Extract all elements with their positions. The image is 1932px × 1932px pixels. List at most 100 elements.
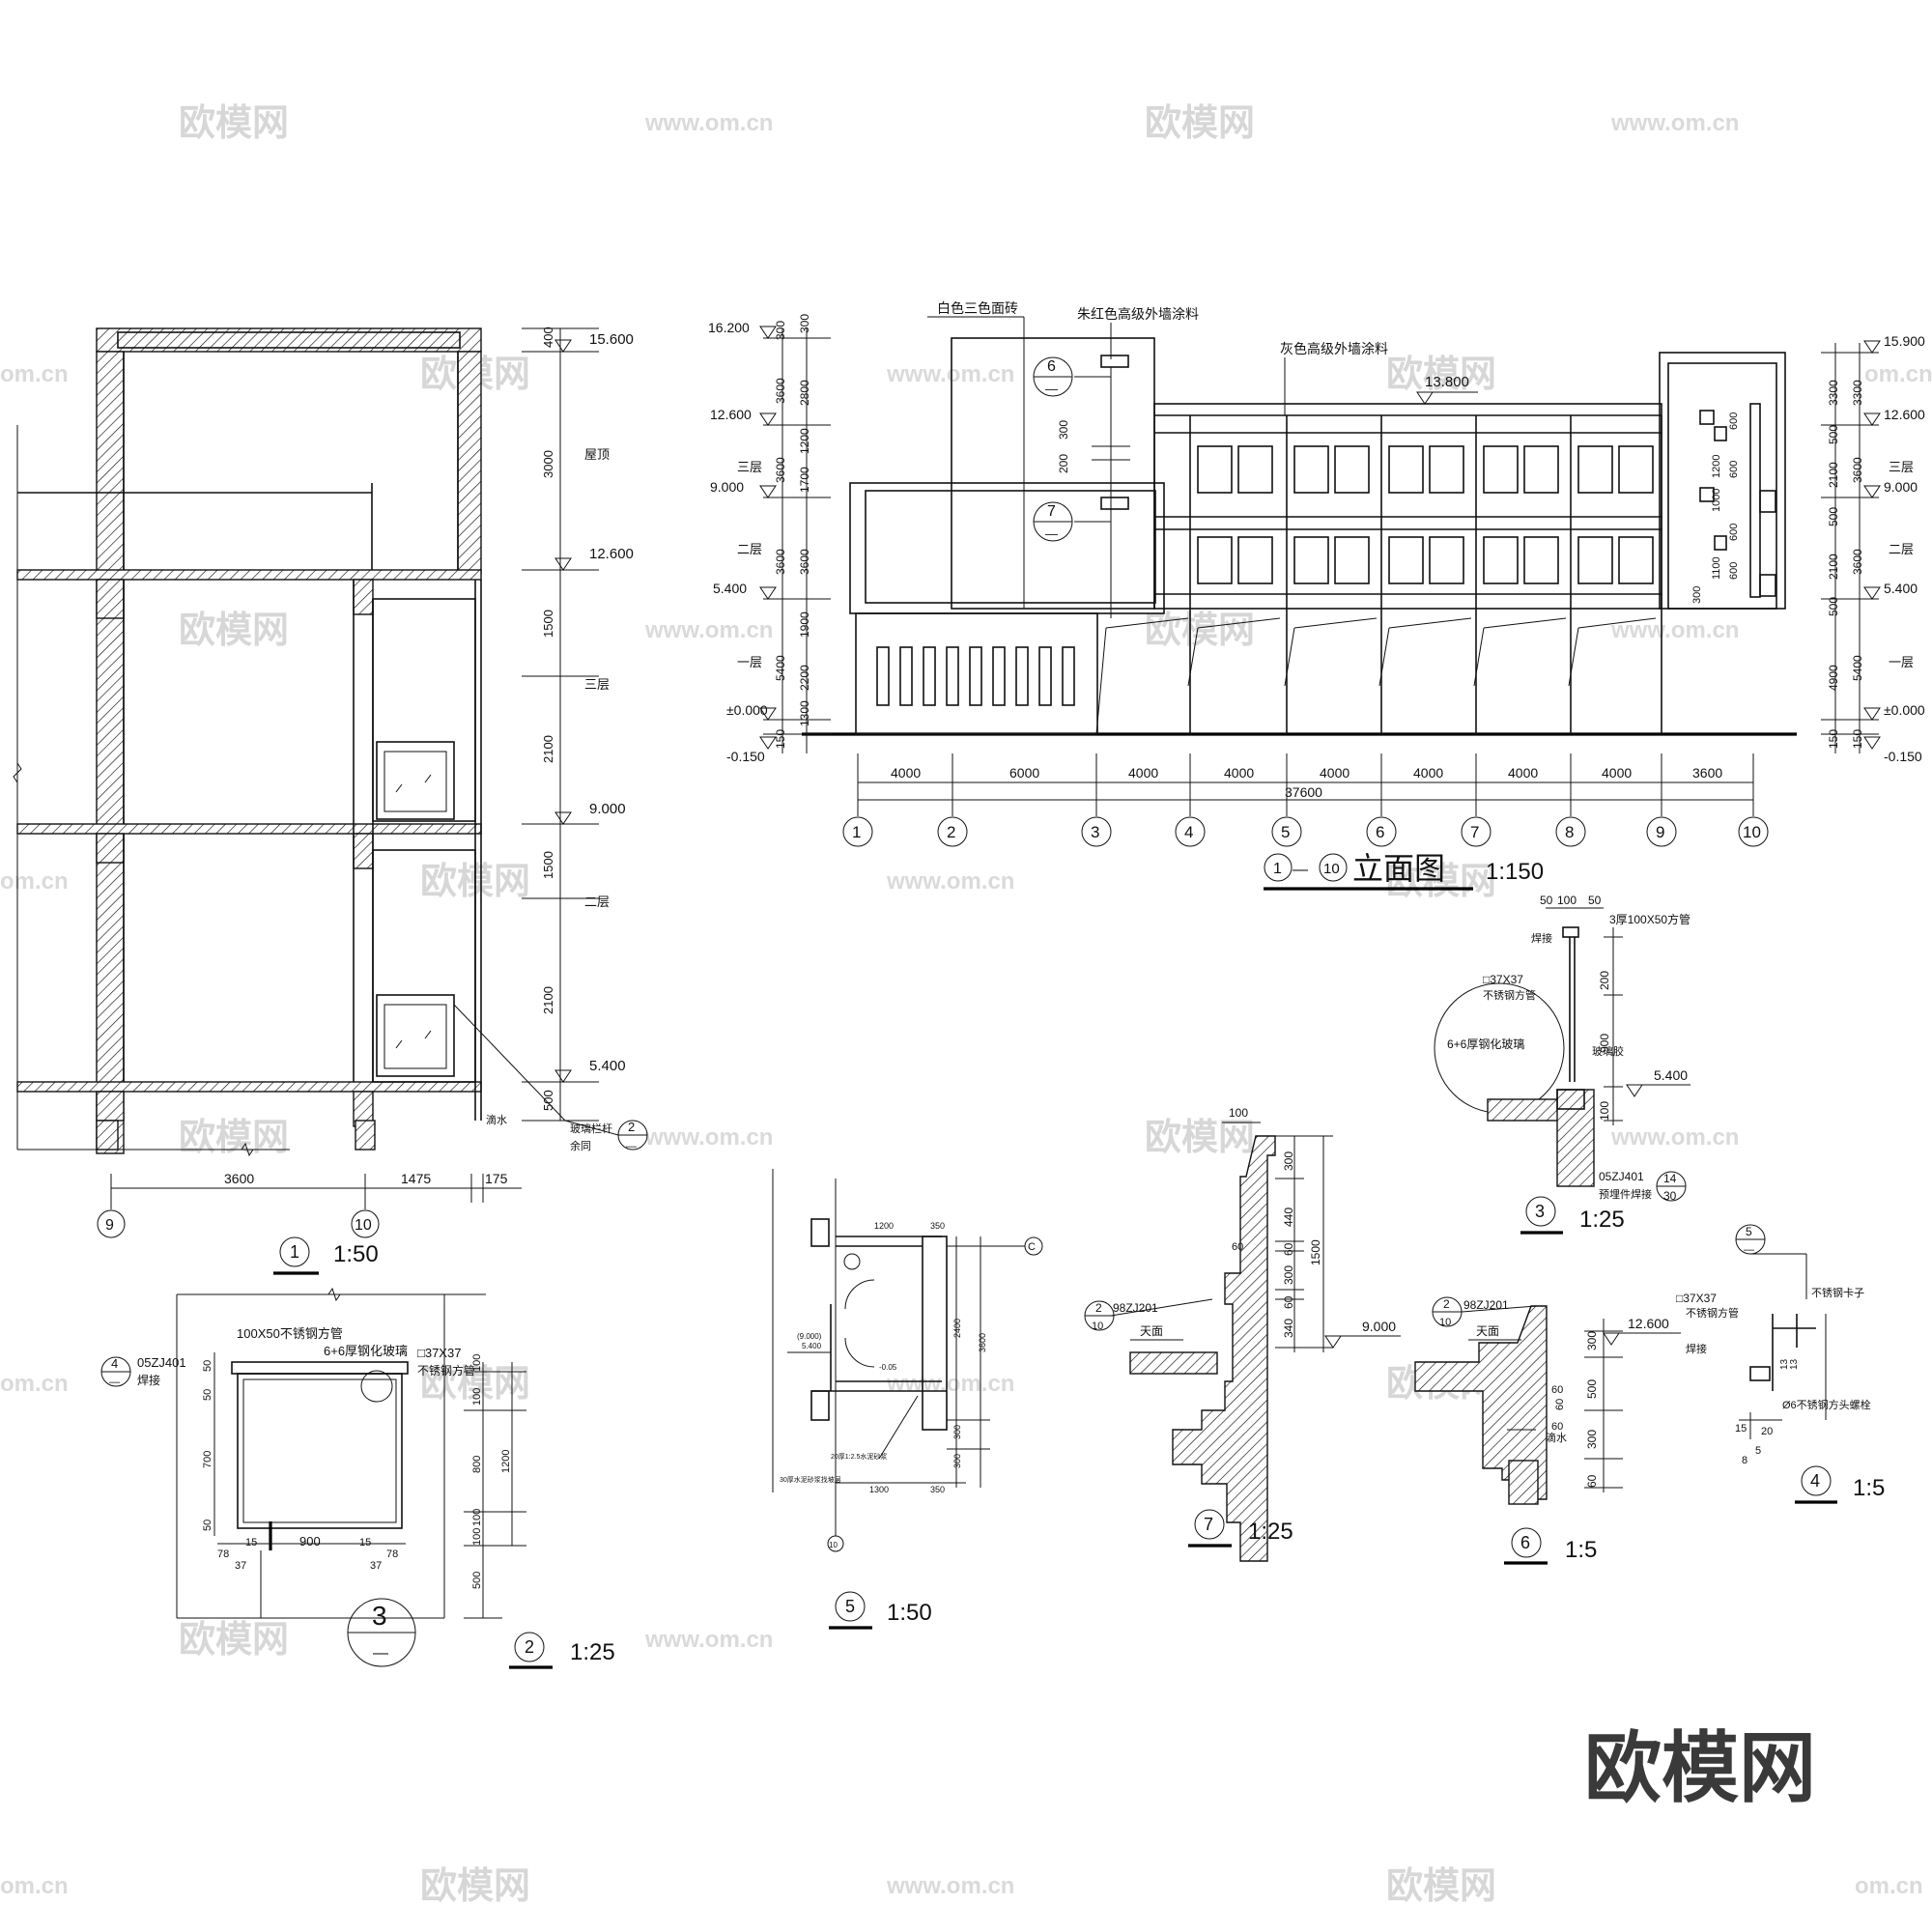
dim-label: 1500 <box>541 851 555 879</box>
dim-label: 3600 <box>774 549 787 575</box>
dim-label: 300 <box>952 1454 962 1468</box>
level-label: -0.150 <box>726 749 765 764</box>
small-tube-label: 不锈钢方管 <box>1686 1306 1739 1320</box>
dim-label: 5 <box>1755 1445 1761 1457</box>
elevation-title: 立面图 <box>1352 851 1445 886</box>
level-label: 12.600 <box>710 407 752 422</box>
floor-label: 一层 <box>1889 655 1914 669</box>
small-tube-size: □37X37 <box>1483 973 1523 986</box>
dim-label: 50 <box>1540 894 1553 907</box>
watermark-url: om.cn <box>0 868 69 895</box>
ground-canopies <box>1095 617 1657 735</box>
dim-label: 20 <box>1761 1426 1773 1437</box>
span-dim: 4000 <box>1128 765 1158 781</box>
glass-label: 6+6厚钢化玻璃 <box>1447 1037 1524 1051</box>
watermark-brand: 欧模网 <box>1386 1866 1496 1907</box>
watermark-url: www.om.cn <box>886 1371 1014 1397</box>
dim-label: 300 <box>1282 1265 1295 1285</box>
dim-label: 700 <box>202 1451 213 1468</box>
ref-label: 98ZJ201 <box>1113 1301 1158 1315</box>
level-label: ±0.000 <box>726 702 768 718</box>
title-num: 2 <box>525 1637 534 1657</box>
dim-label: 440 <box>1282 1208 1295 1227</box>
watermark-url: www.om.cn <box>1610 110 1739 136</box>
dim-label: 1100 <box>1711 556 1722 580</box>
watermark-url: www.om.cn <box>644 1627 773 1653</box>
dim-label: 60 <box>1585 1474 1599 1488</box>
ref-label: 98ZJ201 <box>1463 1298 1509 1312</box>
dim-label: 60 <box>1282 1295 1295 1309</box>
span-dim: 4000 <box>1320 765 1350 781</box>
level-label: 9.000 <box>710 479 744 495</box>
detail-5: 1200 350 1300 350 2400 3600 300 300 C (9… <box>772 1169 1043 1630</box>
slab-9000 <box>16 823 482 835</box>
dim-label: 900 <box>1598 1034 1611 1053</box>
column <box>96 1120 119 1151</box>
detail-2: 100X50不锈钢方管 6+6厚钢化玻璃 □37X37 不锈钢方管 05ZJ40… <box>100 1287 615 1669</box>
dim-label: 50 <box>202 1520 213 1531</box>
note-text: 玻璃栏杆 <box>570 1122 612 1135</box>
small-tube-label: 不锈钢方管 <box>1483 988 1536 1002</box>
callout-sub: — <box>626 1141 637 1152</box>
dim-label: 2100 <box>1827 554 1840 580</box>
dim-label: 300 <box>1691 586 1703 604</box>
axis-label: 10 <box>355 1217 372 1234</box>
axis-label: 3 <box>1091 823 1099 841</box>
drip-label: 滴水 <box>486 1113 507 1126</box>
dim-label: 60 <box>1554 1399 1566 1410</box>
callout-num: 2 <box>1095 1301 1102 1315</box>
level-label: -0.05 <box>879 1363 897 1372</box>
callout-sub: 10 <box>1439 1317 1451 1328</box>
level-label: 16.200 <box>708 320 750 335</box>
axis-label: 4 <box>1184 823 1193 841</box>
dim-label: 3000 <box>541 450 555 478</box>
watermark-url: www.om.cn <box>886 1873 1014 1899</box>
watermark-brand: 欧模网 <box>420 1866 530 1907</box>
dim-label: 100 <box>471 1388 483 1406</box>
level-label: 9.000 <box>1362 1319 1396 1334</box>
watermark-brand: 欧模网 <box>1145 611 1255 651</box>
watermark-url: www.om.cn <box>886 868 1014 895</box>
watermark-url: om.cn <box>1864 361 1932 387</box>
title-scale: 1:50 <box>333 1241 379 1267</box>
dim-label: 100 <box>471 1509 483 1526</box>
dim-label: 300 <box>798 314 811 333</box>
floor-label: 二层 <box>584 895 610 909</box>
material-label: 白色三色面砖 <box>937 300 1018 316</box>
roof-parapet-inner <box>117 331 461 349</box>
watermark-url: www.om.cn <box>1610 1124 1739 1151</box>
level-label: 5.400 <box>1654 1067 1688 1083</box>
dim-label: 1700 <box>798 467 811 493</box>
callout-num: 2 <box>1443 1297 1450 1311</box>
watermark-url: om.cn <box>0 1873 69 1899</box>
right-tower <box>1659 352 1786 610</box>
axis-label: C <box>1028 1241 1036 1253</box>
dim-label: 2200 <box>798 665 811 691</box>
dim-label: 3600 <box>978 1333 987 1352</box>
dim-label: 600 <box>1728 461 1740 478</box>
dim-label: 300 <box>1057 420 1070 440</box>
bolt-label: Ø6不锈钢方头螺栓 <box>1782 1398 1871 1411</box>
weld-label: 焊接 <box>1686 1342 1707 1355</box>
detail-3: 50 100 50 3厚100X50方管 焊接 □37X37 不锈钢方管 6+6… <box>1434 894 1690 1235</box>
callout-sub: 10 <box>1092 1321 1103 1332</box>
dim-label: 100 <box>1229 1106 1248 1120</box>
top-tube <box>1562 926 1579 938</box>
watermark-brand: 欧模网 <box>179 611 289 651</box>
floor-label: 三层 <box>584 677 610 692</box>
dim-label: 200 <box>1598 971 1611 990</box>
glass-rail <box>376 741 455 820</box>
dim-label: 3600 <box>774 378 787 404</box>
dim-label: 500 <box>1827 425 1840 444</box>
drip-label: 滴水 <box>1546 1431 1567 1444</box>
embed-label: 预埋件焊接 <box>1599 1187 1652 1201</box>
material-label: 朱红色高级外墙涂料 <box>1077 306 1199 322</box>
dim-label: 340 <box>1282 1319 1295 1338</box>
dim-label: 2100 <box>541 986 555 1014</box>
title-scale: 1:25 <box>570 1639 615 1665</box>
dim-label: 3600 <box>798 549 811 575</box>
dim-label: 2100 <box>1827 462 1840 488</box>
dim-label: 1500 <box>541 610 555 638</box>
dim-label: 300 <box>774 321 787 340</box>
